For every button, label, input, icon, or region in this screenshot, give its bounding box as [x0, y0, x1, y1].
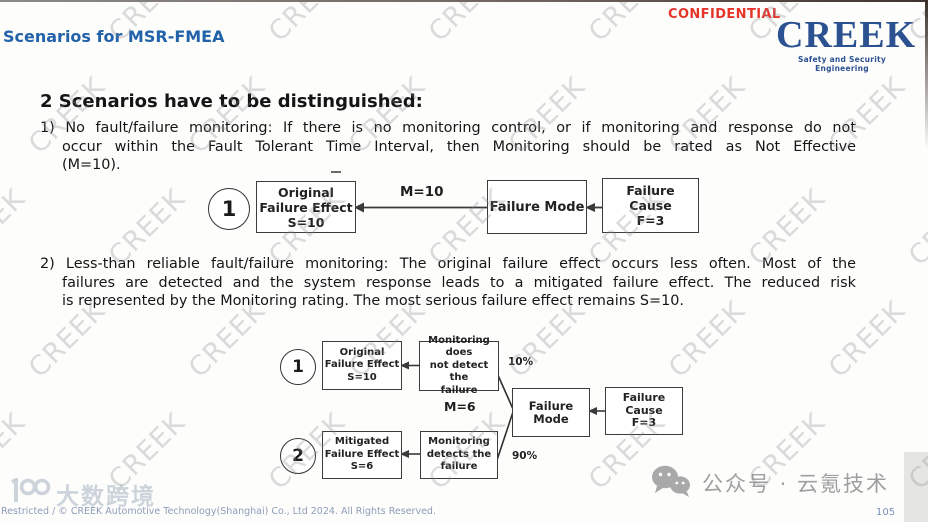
- box-line: Original: [278, 184, 334, 200]
- probability-label-bottom: 90%: [512, 450, 538, 462]
- creek-watermark-text: CREEK: [582, 0, 672, 48]
- box-line: S=6: [350, 461, 374, 473]
- creek-watermark-text: CREEK: [0, 183, 32, 272]
- box-line: Failure Effect: [259, 199, 353, 215]
- page-title: Scenarios for MSR-FMEA: [3, 27, 225, 46]
- dashukuajing-logo-icon: [8, 476, 52, 510]
- box-line: F=3: [636, 213, 665, 228]
- creek-logo-text: CREEK: [776, 14, 917, 56]
- creek-watermark-text: CREEK: [262, 0, 352, 48]
- copyright-text: Restricted / © CREEK Automotive Technolo…: [1, 506, 436, 517]
- dashukuajing-brand-text: 大数跨境: [56, 484, 156, 510]
- monitoring-not-detect-box: Monitoring does not detect the failure: [419, 335, 499, 396]
- paragraph-line: occur within the Fault Tolerant Time Int…: [62, 138, 856, 155]
- box-line: Failure Effect: [324, 448, 400, 460]
- original-failure-effect-box-2: Original Failure Effect S=10: [322, 341, 402, 390]
- creek-logo-tagline: Safety and Security Engineering: [797, 55, 887, 73]
- box-line: failure: [440, 461, 478, 473]
- box-line: Failure Effect: [324, 359, 400, 371]
- box-line: Mitigated: [334, 436, 390, 448]
- scenario-2-step-circle-1: 1: [280, 349, 316, 385]
- original-failure-effect-box: Original Failure Effect S=10: [256, 181, 356, 233]
- section-heading: 2 Scenarios have to be distinguished:: [40, 91, 423, 112]
- failure-mode-box-2: Failure Mode: [512, 388, 590, 437]
- monitoring-detects-box: Monitoring detects the failure: [420, 431, 498, 479]
- scenario-1-step-circle: 1: [208, 188, 250, 230]
- box-line: F=3: [631, 416, 657, 430]
- paragraph-scenario-2: 2) Less-than reliable fault/failure moni…: [40, 255, 856, 311]
- box-line: Failure Cause: [626, 183, 675, 213]
- diagram1-connector-arrows: [354, 202, 602, 213]
- wechat-account-banner: 公众号 · 云氪技术: [650, 464, 889, 502]
- failure-mode-box: Failure Mode: [487, 180, 587, 234]
- box-line: Monitoring does: [428, 334, 490, 359]
- paragraph-scenario-1: 1) No fault/failure monitoring: If there…: [40, 119, 856, 175]
- creek-watermark-text: CREEK: [902, 183, 928, 272]
- right-edge: [925, 0, 928, 150]
- creek-logo: CREEK Safety and Security Engineering: [776, 14, 917, 73]
- paragraph-line: 2) Less-than reliable fault/failure moni…: [40, 256, 856, 272]
- mitigated-failure-effect-box: Mitigated Failure Effect S=6: [322, 431, 402, 479]
- confidential-label: CONFIDENTIAL: [668, 7, 781, 22]
- monitoring-rating-label-2: M=6: [444, 399, 476, 414]
- box-line: failure: [440, 384, 478, 396]
- box-line: S=10: [347, 371, 377, 383]
- paragraph-line: failures are detected and the system res…: [62, 274, 856, 291]
- corner-strip: [904, 452, 928, 522]
- wechat-icon: [650, 464, 692, 502]
- creek-watermark-text: CREEK: [422, 0, 512, 48]
- box-line: detects the: [426, 448, 492, 460]
- paragraph-line: is represented by the Monitoring rating.…: [62, 293, 684, 310]
- probability-label-top: 10%: [508, 356, 534, 368]
- box-line: Monitoring: [428, 436, 490, 448]
- box-line: Failure Mode: [528, 399, 574, 426]
- dashukuajing-watermark: 大数跨境: [8, 476, 156, 511]
- paragraph-line: 1) No fault/failure monitoring: If there…: [40, 120, 856, 136]
- monitoring-rating-label: M=10: [400, 184, 444, 200]
- crop-artifact-dash: [331, 171, 341, 173]
- paragraph-line: (M=10).: [62, 157, 121, 174]
- scenario-2-step-circle-2: 2: [280, 438, 316, 474]
- page-number: 105: [876, 507, 896, 518]
- failure-cause-box: Failure Cause F=3: [602, 178, 699, 233]
- wechat-account-label: 公众号 · 云氪技术: [702, 472, 890, 496]
- box-line: Original: [339, 346, 385, 358]
- box-line: Failure Mode: [489, 199, 585, 215]
- box-line: Failure Cause: [622, 391, 666, 417]
- box-line: not detect the: [429, 359, 489, 384]
- box-line: S=10: [287, 214, 325, 230]
- top-edge: [0, 0, 928, 2]
- failure-cause-box-2: Failure Cause F=3: [605, 387, 683, 435]
- diagram2-connector-arrows: [400, 361, 605, 461]
